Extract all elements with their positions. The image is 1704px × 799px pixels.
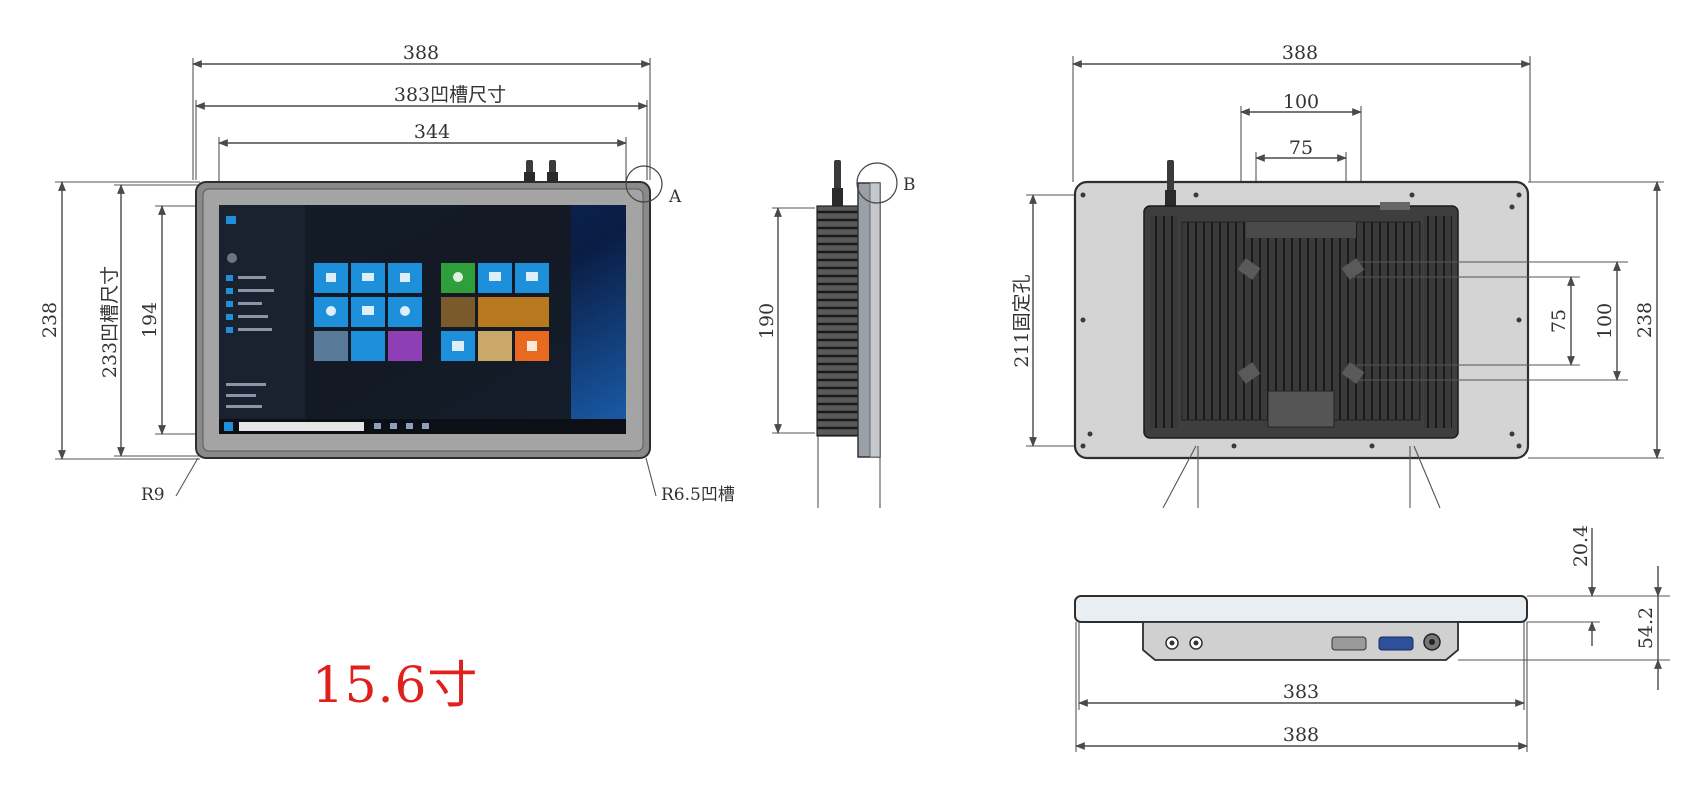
bottom-dim-bezel-thickness: 20.4	[1570, 525, 1592, 567]
dim-screen-height: 194	[139, 302, 161, 338]
rear-dim-vesa-outer: 100	[1283, 91, 1319, 113]
rear-dim-width: 388	[1282, 42, 1318, 64]
bottom-dim-cutout-width: 383	[1283, 681, 1319, 703]
side-antenna	[834, 160, 841, 196]
dim-cutout-height: 233凹槽尺寸	[99, 266, 121, 378]
bottom-view: 20.4 54.2 383 388	[1074, 525, 1670, 752]
antenna-connectors	[524, 160, 558, 182]
detail-b-label: B	[903, 175, 916, 195]
rear-dim-vesa-outer-v: 100	[1594, 303, 1616, 339]
bottom-ports	[1165, 633, 1441, 651]
rear-dim-vesa-inner-v: 75	[1548, 309, 1570, 333]
dim-height: 238	[39, 302, 61, 338]
size-title: 15.6寸	[312, 656, 479, 714]
side-heatsink	[816, 205, 859, 437]
bottom-dim-width: 388	[1283, 724, 1319, 746]
rear-heatsink	[1143, 202, 1459, 439]
rear-screw-holes	[1080, 192, 1522, 449]
bottom-housing	[1142, 621, 1459, 661]
rear-dim-height: 238	[1634, 302, 1656, 338]
rear-dim-mount-hole: 211固定孔	[1011, 274, 1033, 367]
note-radius-right: R6.5凹槽	[661, 485, 735, 505]
front-view: 388 383凹槽尺寸 344 238 233凹槽尺寸 194	[39, 42, 735, 505]
side-view: 190 B	[756, 160, 916, 508]
bottom-bezel	[1074, 595, 1528, 623]
dim-cutout-width: 383凹槽尺寸	[394, 84, 506, 106]
rear-view: 388 100 75 211固定孔	[1011, 42, 1664, 509]
detail-a-label: A	[668, 187, 682, 207]
detail-a-circle	[625, 165, 663, 203]
rear-dim-vesa-inner: 75	[1289, 137, 1313, 159]
bottom-dim-total-depth: 54.2	[1635, 607, 1657, 649]
note-radius-left: R9	[141, 485, 165, 505]
dim-screen-width: 344	[414, 121, 450, 143]
dim-width: 388	[403, 42, 439, 64]
side-dim-height: 190	[756, 303, 778, 339]
detail-b-circle	[856, 162, 898, 204]
screen-display	[219, 205, 626, 434]
